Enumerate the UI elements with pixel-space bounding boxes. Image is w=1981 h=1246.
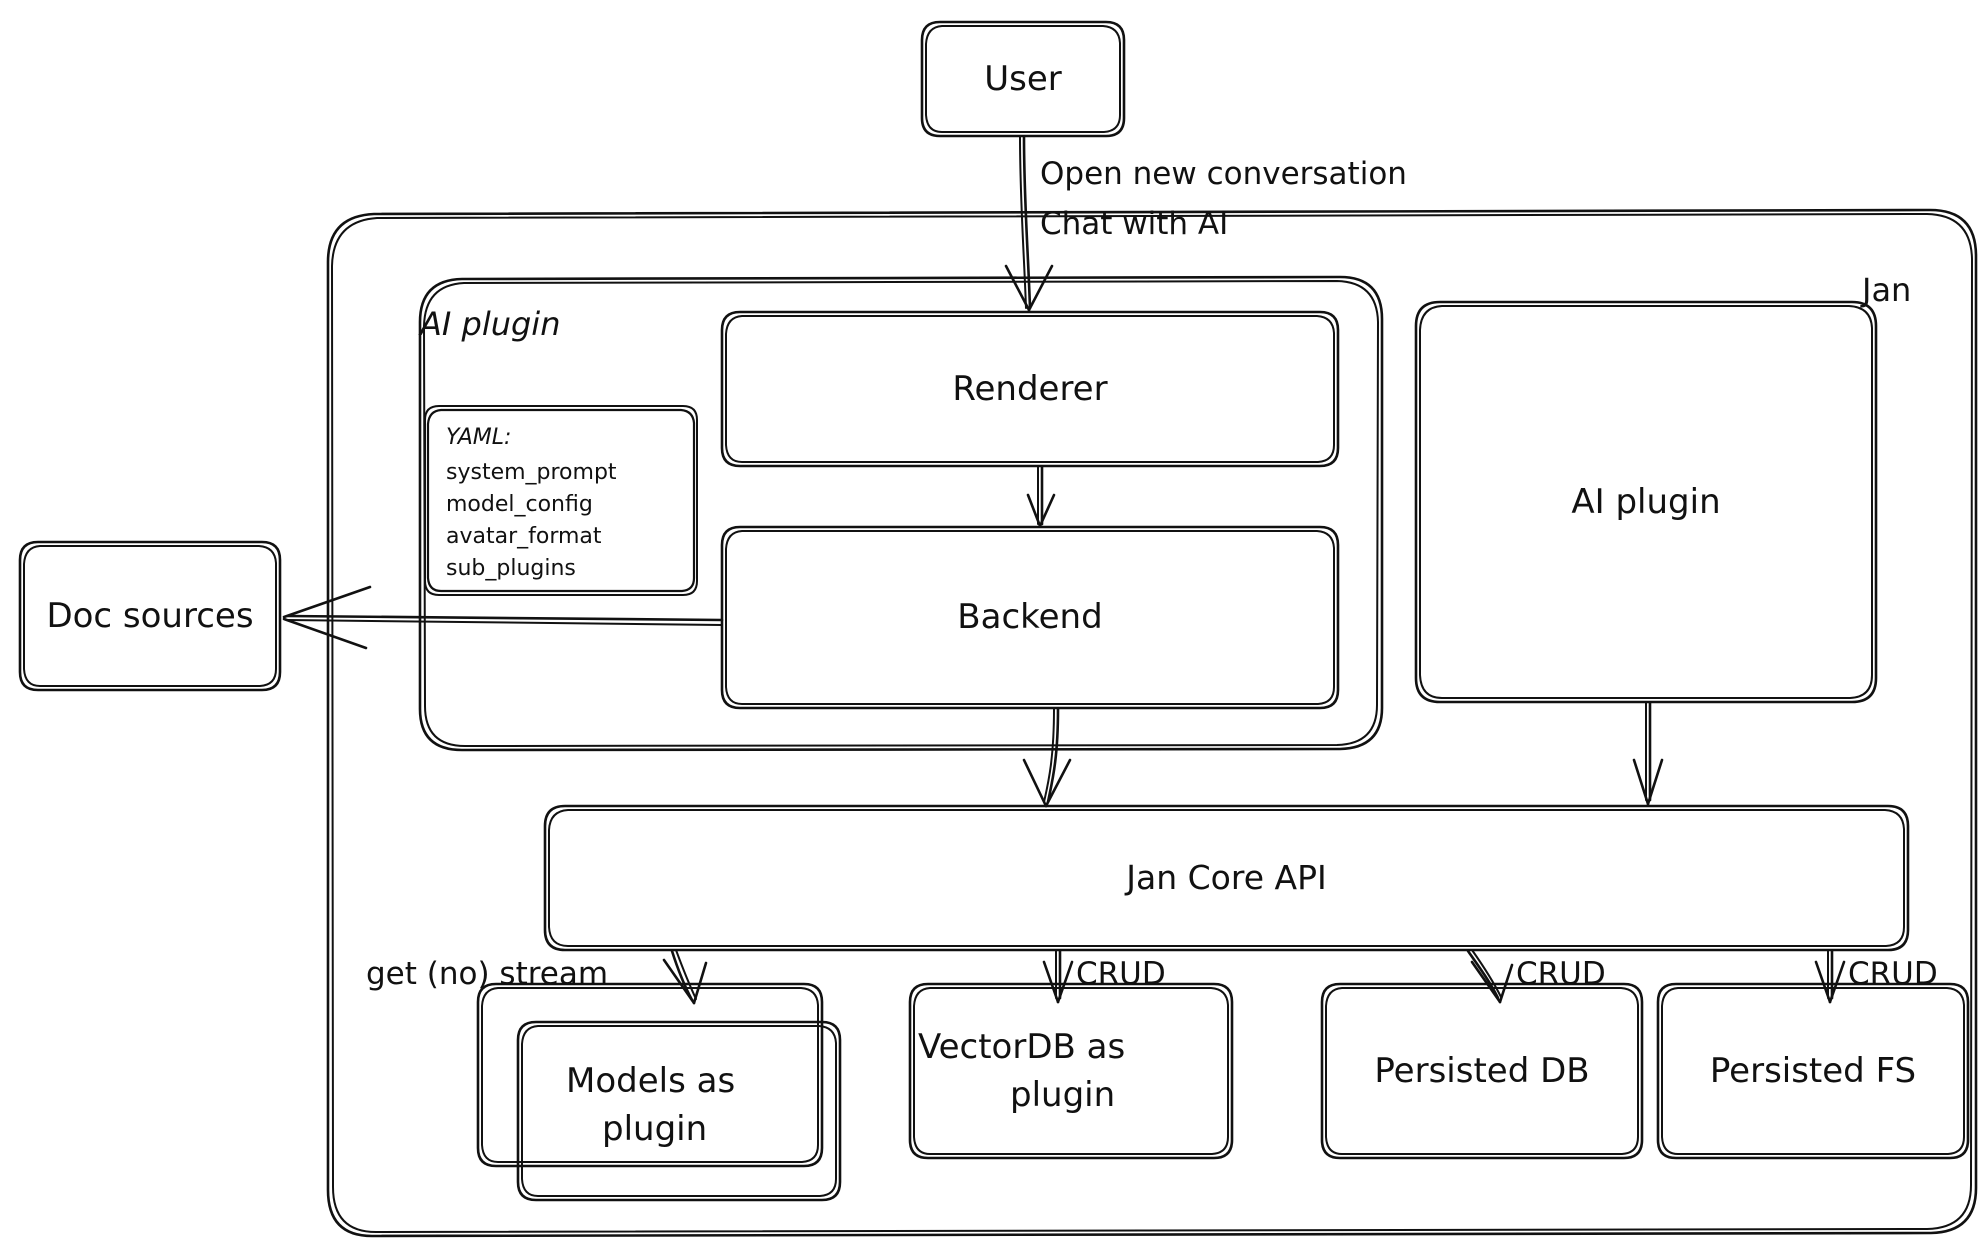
user-node-label[interactable]: User <box>984 58 1062 99</box>
persisted-fs-shape <box>1656 982 1970 1160</box>
renderer-box-shape <box>720 310 1340 468</box>
models-plugin-shape <box>476 982 842 1202</box>
edge-label-chat-with-ai: Chat with AI <box>1040 206 1229 242</box>
arrow-core-to-persisted-db <box>1466 949 1514 1004</box>
jan-core-api-node-label[interactable]: Jan Core API <box>1126 858 1327 898</box>
ai-plugin-group-label: AI plugin <box>420 305 561 343</box>
vectordb-plugin-label-line1[interactable]: VectorDB as <box>918 1027 1126 1067</box>
persisted-db-label[interactable]: Persisted DB <box>1374 1050 1590 1091</box>
renderer-node-label[interactable]: Renderer <box>952 368 1108 409</box>
models-plugin-label-line1[interactable]: Models as <box>566 1061 736 1101</box>
arrow-core-to-vectordb <box>1042 949 1074 1004</box>
edge-label-crud-persisted-db: CRUD <box>1516 956 1606 992</box>
jan-container-shape <box>326 208 1978 1238</box>
backend-box-shape <box>720 525 1340 710</box>
arrow-core-to-persisted-fs <box>1814 949 1846 1004</box>
jan-core-api-shape <box>543 804 1910 952</box>
jan-container-label: Jan <box>1862 271 1912 309</box>
edge-label-open-new-conversation: Open new conversation <box>1040 156 1407 192</box>
arrow-backend-to-doc-sources <box>282 585 724 650</box>
yaml-line-system-prompt: system_prompt <box>446 460 617 485</box>
edge-label-crud-persisted-fs: CRUD <box>1848 956 1938 992</box>
doc-sources-box-shape <box>18 540 282 692</box>
arrow-ai-plugin-to-core <box>1632 701 1664 806</box>
doc-sources-node-label[interactable]: Doc sources <box>46 595 254 636</box>
arrow-core-to-models <box>662 949 708 1005</box>
arrow-user-to-renderer <box>1004 135 1054 312</box>
user-box-shape <box>920 20 1126 138</box>
yaml-line-model-config: model_config <box>446 492 593 517</box>
yaml-line-avatar-format: avatar_format <box>446 524 602 549</box>
models-plugin-label-line2[interactable]: plugin <box>602 1109 708 1149</box>
vectordb-plugin-label-line2[interactable]: plugin <box>1010 1075 1116 1115</box>
ai-plugin-group-shape <box>418 275 1384 752</box>
edge-label-crud-vectordb: CRUD <box>1076 956 1166 992</box>
persisted-db-shape <box>1320 982 1644 1160</box>
vectordb-plugin-shape <box>908 982 1234 1160</box>
arrow-renderer-to-backend <box>1026 465 1056 528</box>
arrow-backend-to-core <box>1022 707 1072 808</box>
yaml-title: YAML: <box>446 425 512 450</box>
yaml-line-sub-plugins: sub_plugins <box>446 556 576 581</box>
ai-plugin-box-shape <box>1414 300 1878 704</box>
persisted-fs-label[interactable]: Persisted FS <box>1709 1050 1917 1091</box>
yaml-box-shape <box>424 405 698 596</box>
edge-label-get-no-stream: get (no) stream <box>366 956 609 992</box>
backend-node-label[interactable]: Backend <box>957 597 1103 638</box>
ai-plugin-node-label[interactable]: AI plugin <box>1571 481 1721 522</box>
